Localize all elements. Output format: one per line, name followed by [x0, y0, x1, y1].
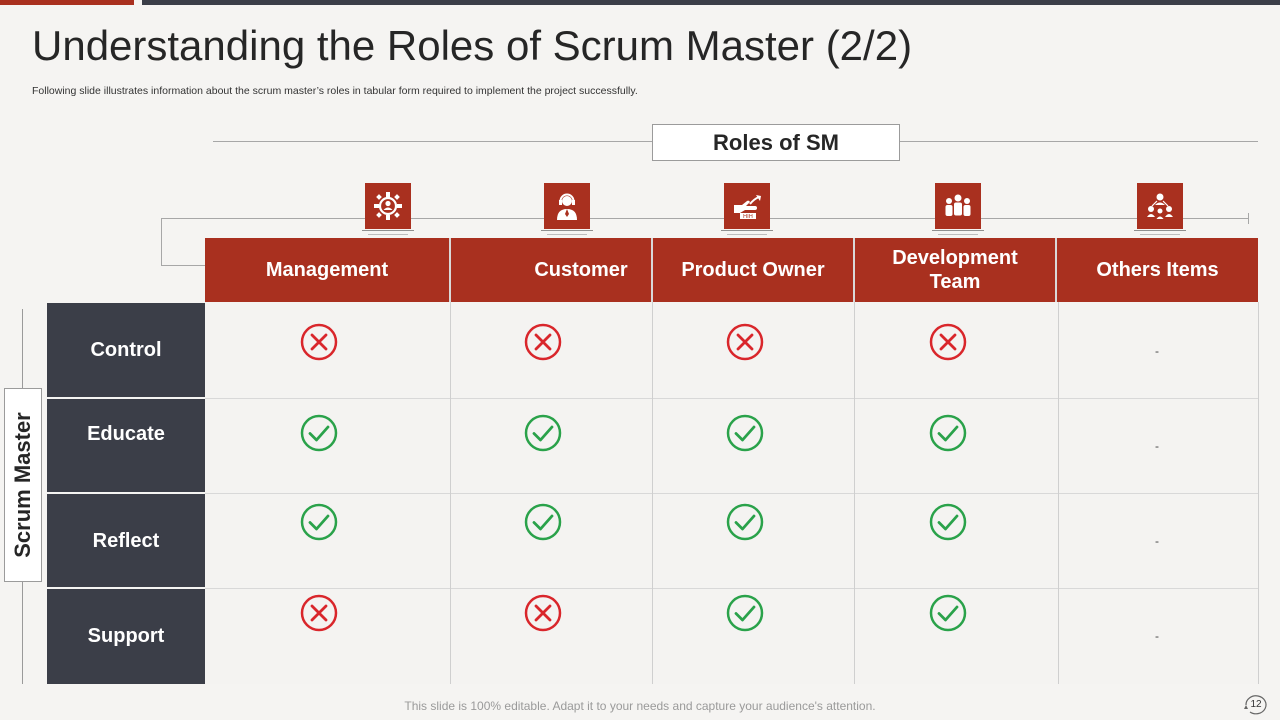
cross-icon	[726, 323, 764, 361]
row-header-support: Support	[47, 589, 205, 684]
row-header-control: Control	[47, 303, 205, 398]
side-bracket-bottom	[22, 582, 23, 684]
column-divider	[450, 302, 451, 684]
row-header-divider	[47, 397, 205, 399]
top-accent-bar	[0, 0, 134, 5]
row-divider	[205, 398, 1258, 399]
check-icon	[300, 503, 338, 541]
icon-underline	[727, 234, 767, 235]
icon-underline	[932, 230, 984, 231]
roles-line-right	[900, 141, 1258, 142]
page-number-badge-icon	[1244, 695, 1267, 715]
column-divider	[652, 302, 653, 684]
icon-underline	[368, 234, 408, 235]
row-header-reflect: Reflect	[47, 494, 205, 588]
side-label-box	[4, 388, 42, 582]
check-icon	[524, 414, 562, 452]
icon-underline	[721, 230, 773, 231]
column-divider	[854, 302, 855, 684]
page-number: 12	[1250, 699, 1262, 710]
gear-person-icon	[365, 183, 411, 229]
row-divider	[205, 493, 1258, 494]
check-icon	[726, 414, 764, 452]
column-header-customer: Customer	[451, 238, 653, 302]
icon-underline	[541, 230, 593, 231]
svg-text:HIH: HIH	[743, 214, 753, 220]
row-header-educate: Educate	[47, 399, 205, 493]
column-header-management: Management	[205, 238, 451, 302]
column-header-development-team: Development Team	[855, 238, 1057, 302]
check-icon	[726, 503, 764, 541]
others-items-value: -	[1155, 439, 1159, 453]
row-header-label: Support	[87, 625, 165, 647]
page-title: Understanding the Roles of Scrum Master …	[32, 22, 913, 69]
footer-note: This slide is 100% editable. Adapt it to…	[404, 699, 876, 713]
roles-line-left	[213, 141, 652, 142]
column-header-label: Development Team	[892, 247, 1018, 293]
page-subtitle: Following slide illustrates information …	[32, 85, 638, 97]
others-items-value: -	[1155, 534, 1159, 548]
row-header-label: Educate	[87, 422, 165, 445]
row-header-label: Reflect	[92, 529, 160, 552]
icon-underline	[938, 234, 978, 235]
column-header-label: Management	[265, 259, 389, 281]
network-people-icon	[1137, 183, 1183, 229]
icon-underline	[547, 234, 587, 235]
bracket-left-vertical	[161, 218, 162, 266]
cross-icon	[524, 594, 562, 632]
team-group-icon	[935, 183, 981, 229]
row-header-divider	[47, 492, 205, 494]
column-header-label: Product Owner	[681, 259, 825, 281]
check-icon	[929, 503, 967, 541]
owner-hand-icon: HIH	[724, 183, 770, 229]
cross-icon	[300, 323, 338, 361]
check-icon	[300, 414, 338, 452]
roles-of-sm-label: Roles of SM	[652, 124, 900, 161]
check-icon	[726, 594, 764, 632]
side-label-scrum-master: Scrum Master	[10, 412, 35, 558]
check-icon	[524, 503, 562, 541]
icon-underline	[1134, 230, 1186, 231]
row-header-label: Control	[90, 339, 162, 361]
cross-icon	[300, 594, 338, 632]
column-header-others-items: Others Items	[1057, 238, 1258, 302]
column-header-product-owner: Product Owner	[653, 238, 855, 302]
column-header-label: Others Items	[1096, 259, 1219, 281]
bracket-left-horizontal	[161, 265, 205, 266]
cross-icon	[524, 323, 562, 361]
row-divider	[205, 588, 1258, 589]
cross-icon	[929, 323, 967, 361]
headset-person-icon	[544, 183, 590, 229]
others-items-value: -	[1155, 629, 1159, 643]
check-icon	[929, 594, 967, 632]
icon-underline	[1140, 234, 1180, 235]
bracket-right-tick	[1248, 213, 1249, 224]
icon-underline	[362, 230, 414, 231]
others-items-value: -	[1155, 344, 1159, 358]
row-header-divider	[47, 587, 205, 589]
side-bracket-top	[22, 309, 23, 388]
top-dark-bar	[142, 0, 1280, 5]
column-divider	[1258, 302, 1259, 684]
check-icon	[929, 414, 967, 452]
column-header-label: Customer	[534, 259, 628, 281]
column-divider	[1058, 302, 1059, 684]
icon-connector-line	[161, 218, 1249, 219]
